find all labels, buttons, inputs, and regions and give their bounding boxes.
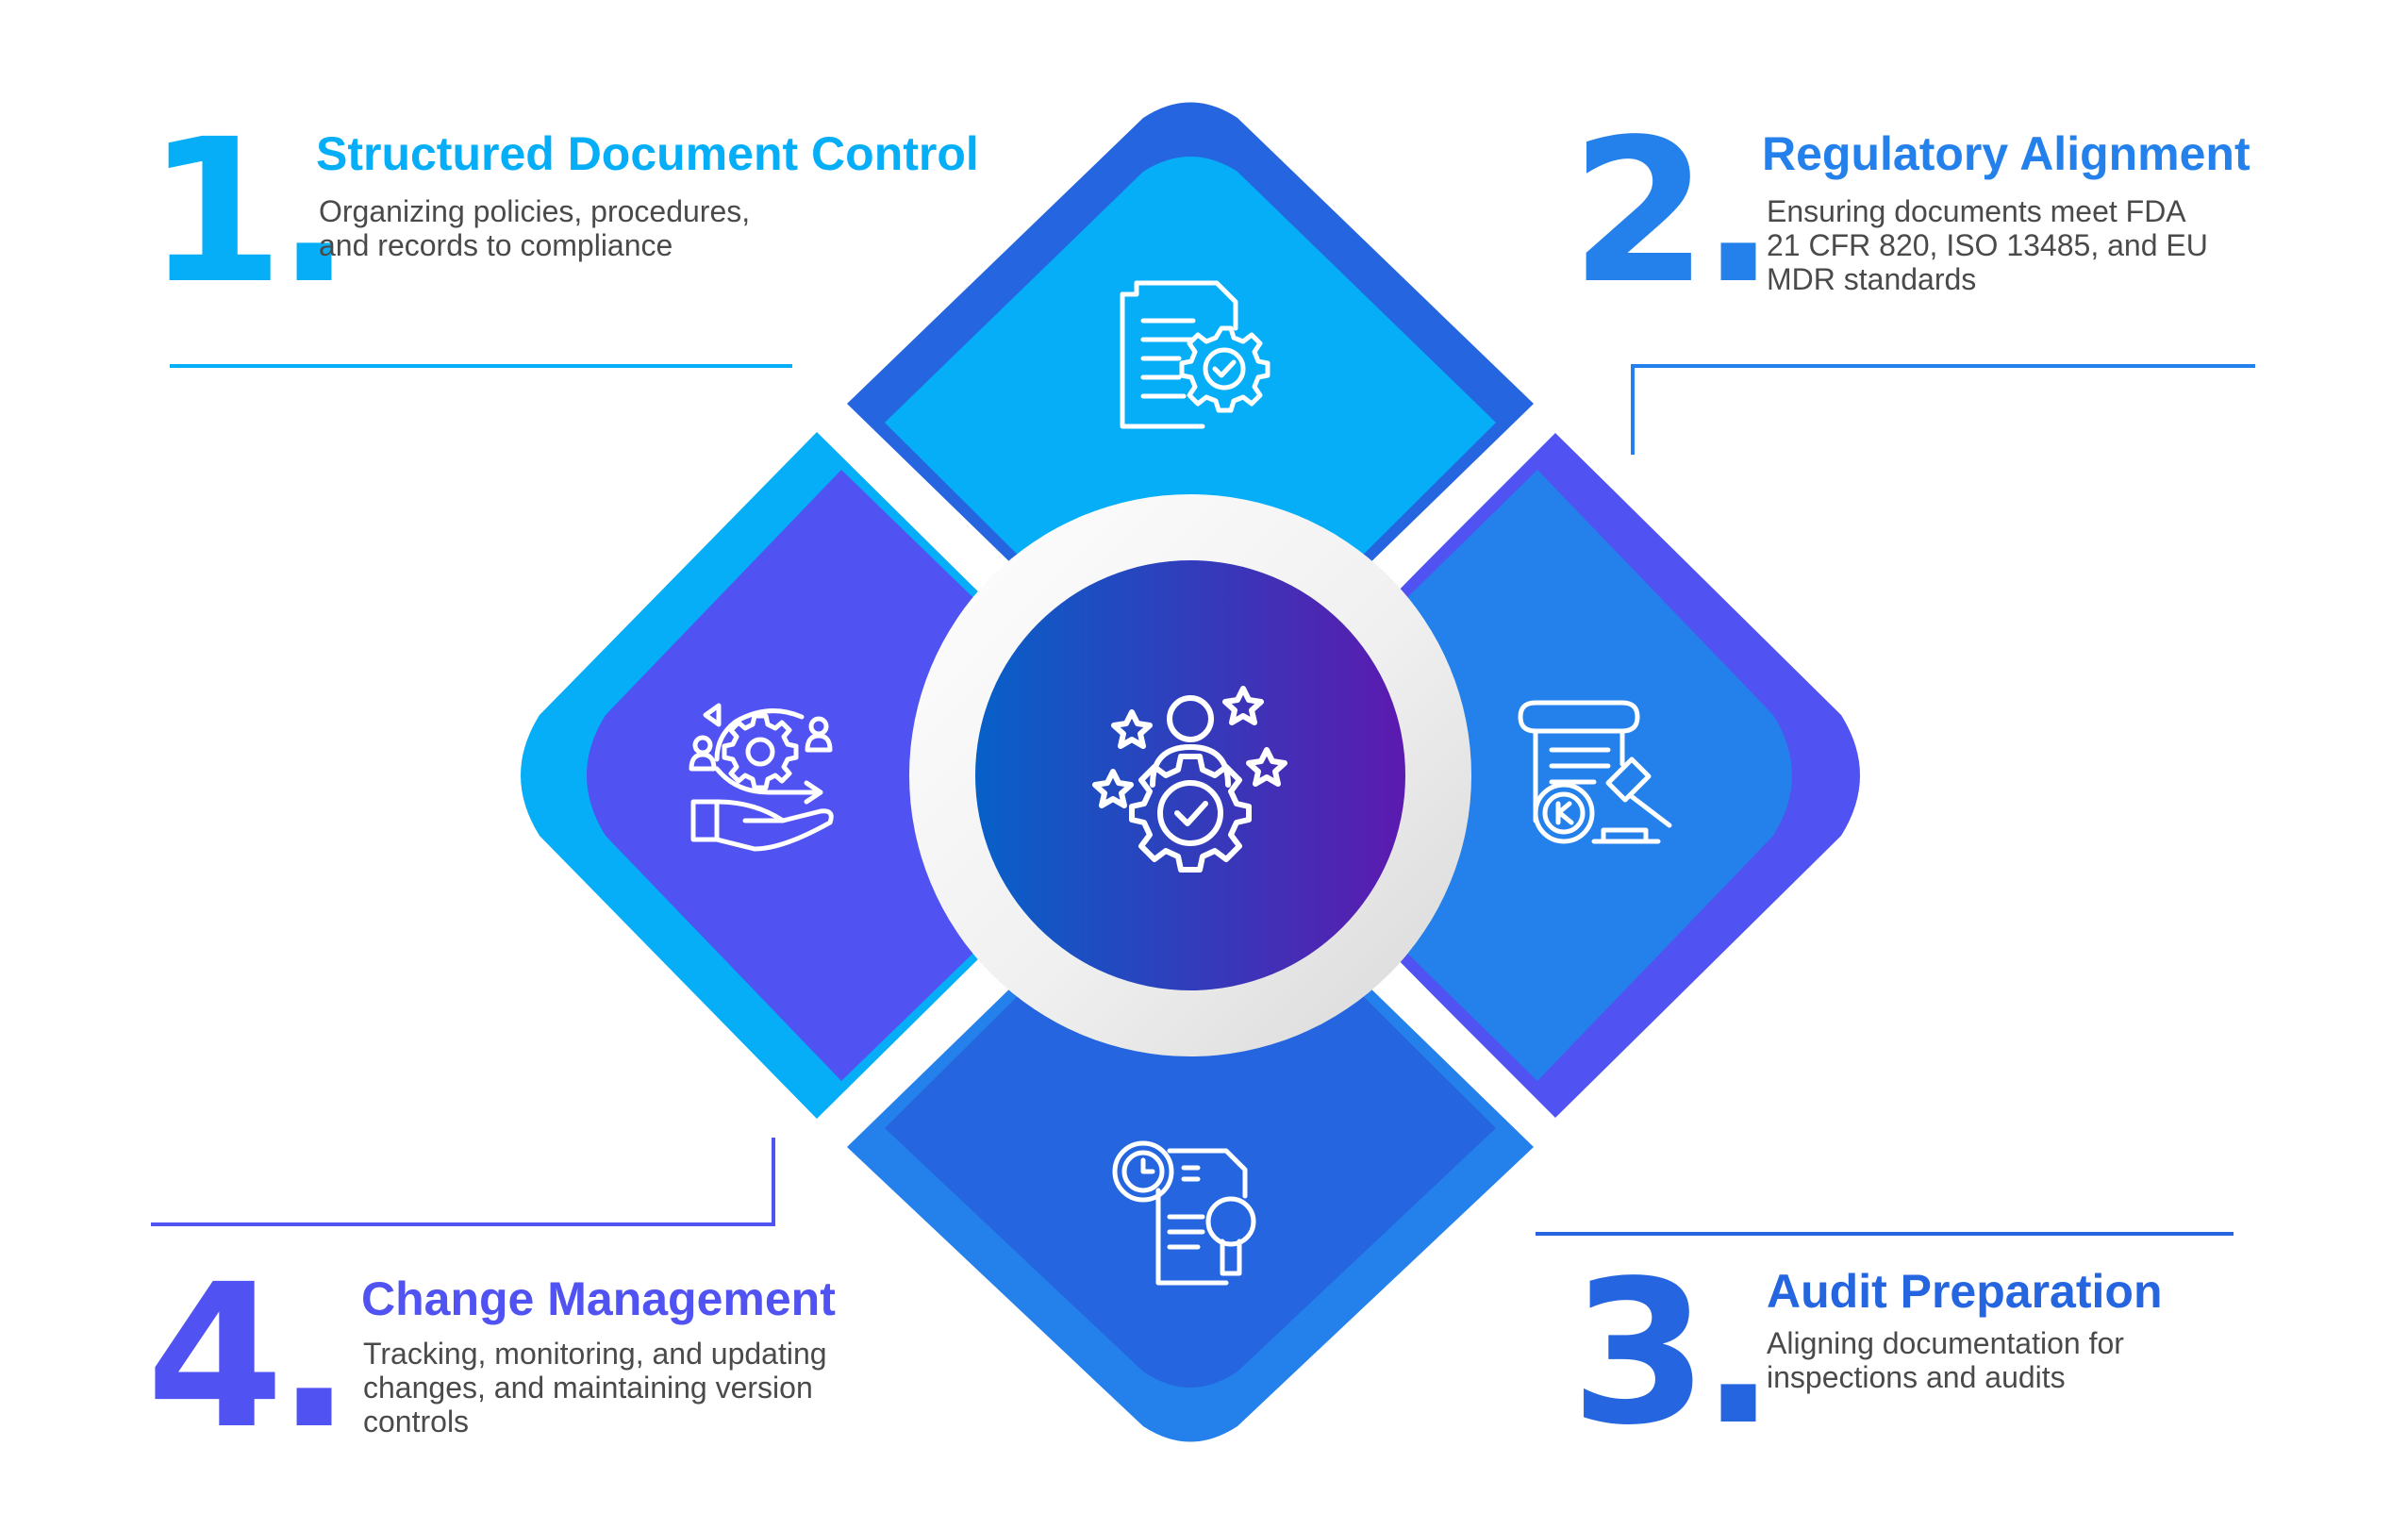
item-4-title: Change Management bbox=[361, 1272, 836, 1325]
item-3-description: Aligning documentation for inspections a… bbox=[1767, 1326, 2124, 1394]
item-1-number: 1. bbox=[146, 96, 352, 327]
item-2-connector-vertical bbox=[1631, 364, 1635, 455]
item-2-number: 2. bbox=[1570, 96, 1776, 327]
document-gear-check-icon bbox=[1120, 280, 1270, 429]
user-gear-stars-icon bbox=[1092, 686, 1287, 873]
quadrant-bottom bbox=[847, 813, 1534, 1442]
item-2-connector-horizontal bbox=[1631, 364, 2255, 368]
item-4-description: Tracking, monitoring, and updating chang… bbox=[363, 1337, 827, 1438]
quadrant-top bbox=[847, 102, 1534, 738]
item-3-number: 3. bbox=[1570, 1238, 1776, 1469]
quadrant-left bbox=[521, 432, 1164, 1119]
item-3-title: Audit Preparation bbox=[1767, 1265, 2163, 1318]
item-1-connector-line bbox=[170, 364, 792, 368]
regulation-scroll-gavel-icon bbox=[1518, 700, 1672, 844]
item-4-number: 4. bbox=[146, 1241, 352, 1472]
audit-clock-magnifier-icon bbox=[1112, 1140, 1256, 1286]
item-1-title: Structured Document Control bbox=[316, 127, 979, 180]
item-4-connector-horizontal bbox=[151, 1222, 775, 1226]
item-1-description: Organizing policies, procedures, and rec… bbox=[319, 194, 751, 262]
item-2-description: Ensuring documents meet FDA 21 CFR 820, … bbox=[1767, 194, 2208, 296]
item-4-connector-vertical bbox=[772, 1138, 775, 1226]
item-3-connector-line bbox=[1536, 1232, 2234, 1236]
center-core bbox=[975, 560, 1405, 990]
change-cycle-hand-icon bbox=[689, 703, 834, 852]
item-2-title: Regulatory Alignment bbox=[1762, 127, 2250, 180]
quadrant-right bbox=[1217, 432, 1860, 1119]
